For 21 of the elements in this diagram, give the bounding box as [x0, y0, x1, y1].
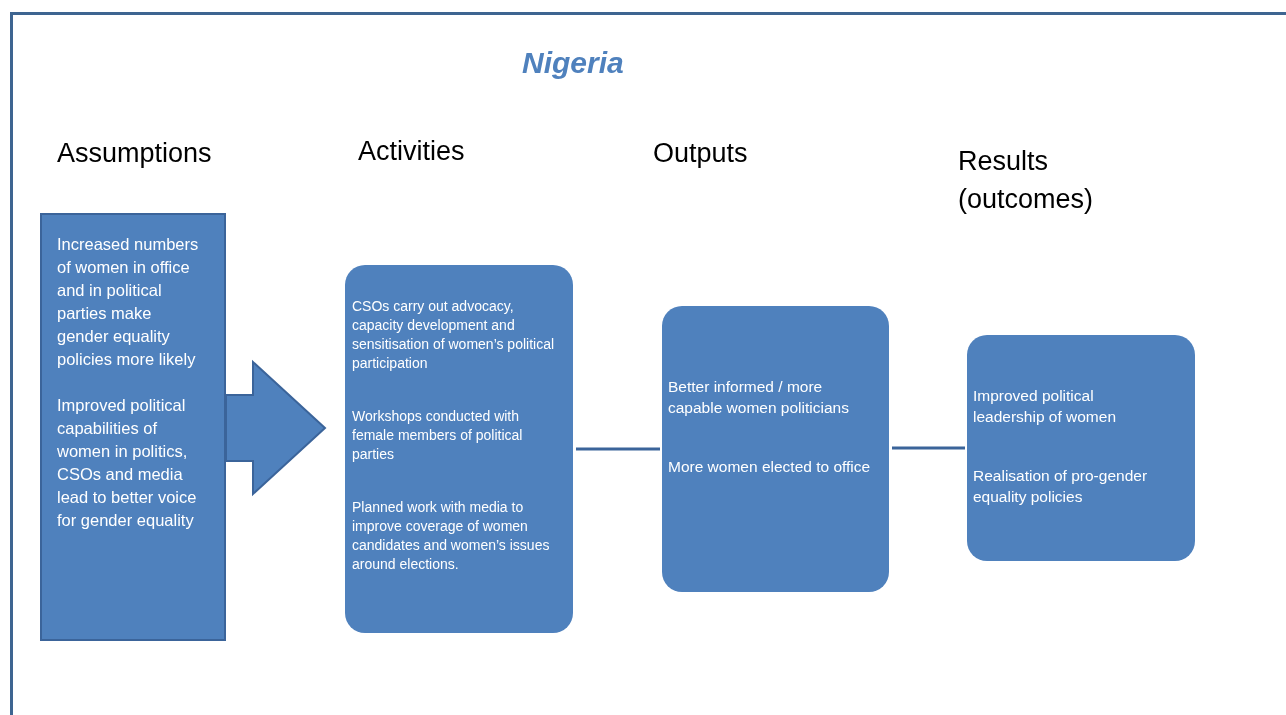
process-box	[662, 306, 889, 592]
box-text: Increased numbers of women in office and in political parties make gender equality policies more likely	[57, 234, 200, 370]
process-box	[40, 213, 226, 641]
column-heading: Outputs	[653, 137, 749, 170]
box-text: Workshops conducted with female members of political parties	[352, 407, 524, 464]
box-text: Realisation of pro-gender equality policies	[973, 466, 1149, 507]
column-heading: Results (outcomes)	[958, 145, 1095, 216]
box-text: CSOs carry out advocacy, capacity development and sensitisation of women’s political participation	[352, 297, 556, 373]
box-text: Planned work with media to improve coverage of women candidates and women’s issues around elections.	[352, 498, 551, 574]
process-box	[345, 265, 573, 633]
connector-line	[576, 447, 660, 451]
process-box	[967, 335, 1195, 561]
title: Nigeria	[522, 45, 624, 81]
connector-line	[892, 446, 965, 450]
box-text: Better informed / more capable women politicians	[668, 377, 850, 418]
box-text: More women elected to office	[668, 457, 872, 477]
box-text: Improved political capabilities of women in politics, CSOs and media lead to better voice for gender equality	[57, 395, 198, 531]
block-arrow	[225, 359, 327, 497]
box-text: Improved political leadership of women	[973, 386, 1118, 427]
column-heading: Assumptions	[57, 137, 213, 170]
column-heading: Activities	[358, 135, 466, 168]
